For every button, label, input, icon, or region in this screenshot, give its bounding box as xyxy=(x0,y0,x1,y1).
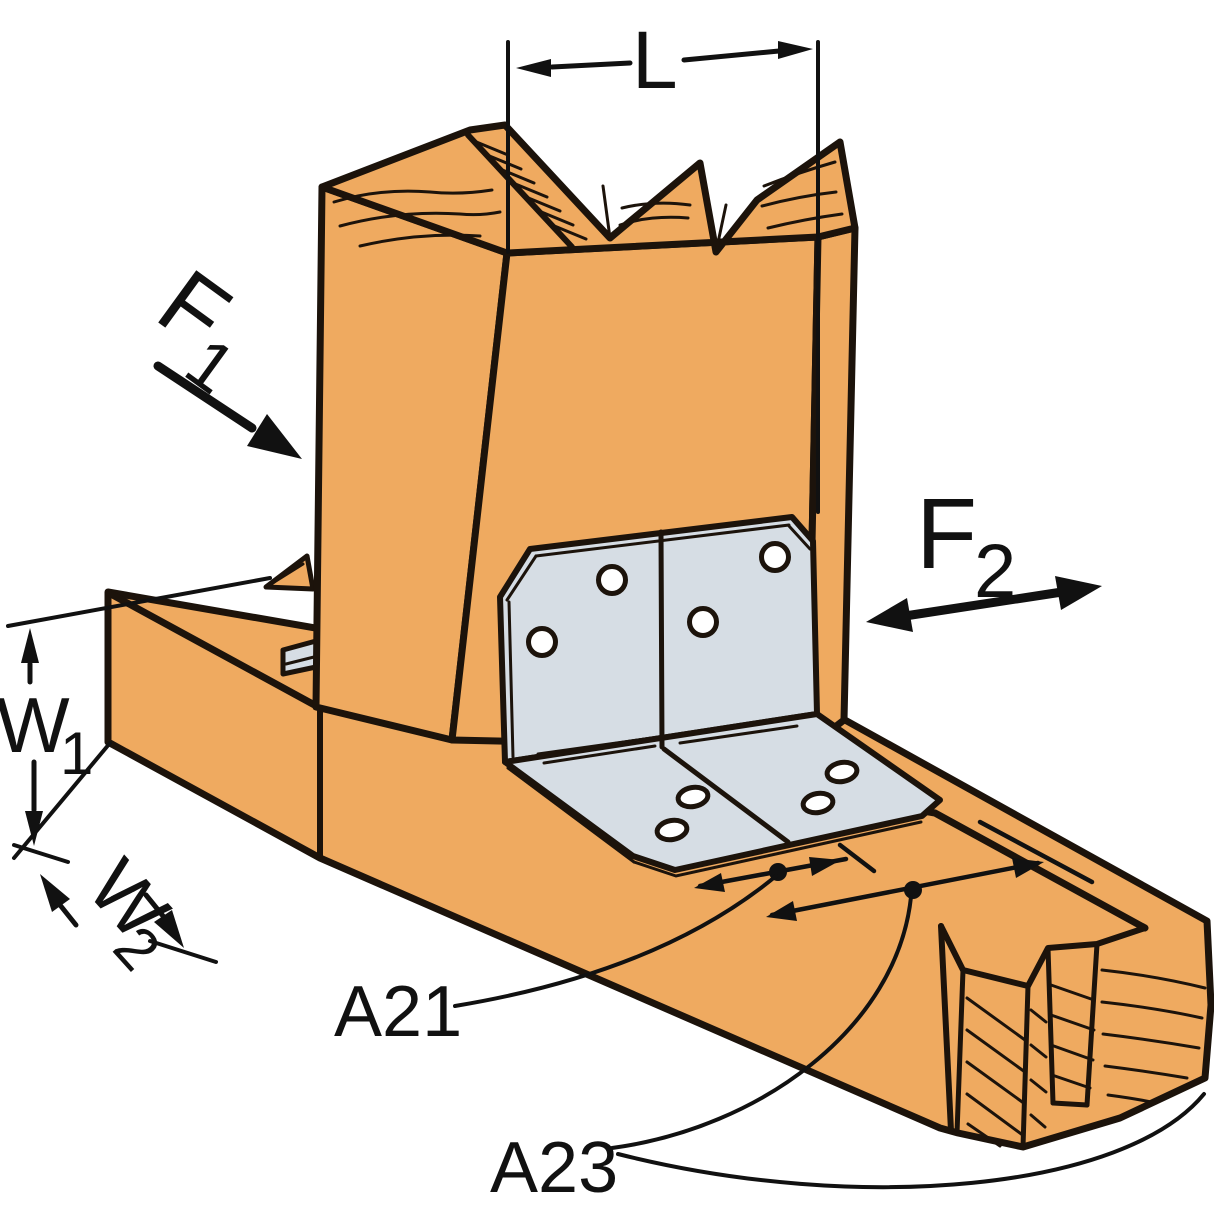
w2-arrow-down-icon xyxy=(154,910,184,948)
fastener-centerlines xyxy=(694,819,1095,921)
spacing1-tick xyxy=(837,842,877,874)
f2-arrow-left-icon xyxy=(866,598,913,632)
annotations: L F 1 F 2 W 1 xyxy=(0,15,1206,1208)
force-f2-label: F xyxy=(916,478,977,590)
f1-arrow-shaft xyxy=(153,361,257,433)
w2-extension-a xyxy=(12,843,70,864)
w1-extension-bottom xyxy=(12,741,112,860)
bracket-details xyxy=(505,523,923,878)
dimension-l: L xyxy=(506,15,820,514)
f2-arrow-shaft xyxy=(900,587,1067,621)
beam-end-top-edge xyxy=(105,589,324,712)
spacing2-arrow-left-icon xyxy=(766,901,797,921)
bracket-vertical-seam xyxy=(658,529,665,750)
post-top-grain xyxy=(332,132,844,254)
spacing1-arrow-left-icon xyxy=(694,873,725,892)
dimension-l-label: L xyxy=(632,15,678,106)
dimension-w1: W 1 xyxy=(0,576,272,860)
beam-back-wedge xyxy=(263,553,316,592)
spacing2-arrow-right-icon xyxy=(1012,858,1044,878)
dimension-w1-label: W xyxy=(0,681,70,769)
dimension-w2: W 2 xyxy=(12,842,218,983)
post-broken-top xyxy=(318,121,859,257)
dimension-w1-sub: 1 xyxy=(60,720,93,787)
a23-leader-arc xyxy=(610,895,913,1150)
callout-a23-label: A23 xyxy=(490,1128,618,1208)
w1-arrow-up-icon xyxy=(21,628,39,663)
a21-leader-arc xyxy=(453,874,778,1008)
w1-extension-top xyxy=(6,576,272,628)
bracket-holes-flange xyxy=(654,759,860,843)
l-arrow-left-icon xyxy=(516,59,551,77)
f2-arrow-right-icon xyxy=(1055,576,1102,610)
beam-end-grain xyxy=(965,968,1207,1148)
callout-a21: A21 xyxy=(334,874,778,1052)
bracket-holes-vertical xyxy=(526,541,791,658)
w2-arrow-up-icon xyxy=(40,874,70,912)
a23-leader-sweep-arc xyxy=(616,1092,1206,1190)
callout-a21-label: A21 xyxy=(334,972,462,1052)
w2-extension-b xyxy=(148,939,218,964)
force-f2: F 2 xyxy=(866,478,1102,632)
callout-a23: A23 xyxy=(490,895,1206,1208)
angle-bracket xyxy=(497,514,943,878)
f1-arrow-icon xyxy=(247,414,302,459)
force-f1: F 1 xyxy=(140,249,302,459)
bracket-flange-seam xyxy=(661,746,791,845)
force-f2-sub: 2 xyxy=(974,529,1016,614)
spacing1-arrow-right-icon xyxy=(809,857,841,876)
w1-arrow-down-icon xyxy=(25,811,43,846)
a23-anchor-dot xyxy=(904,881,922,899)
spacing2-tick xyxy=(977,819,1095,885)
beam-broken-end xyxy=(938,923,1207,1150)
l-arrow-right-icon xyxy=(778,41,813,59)
